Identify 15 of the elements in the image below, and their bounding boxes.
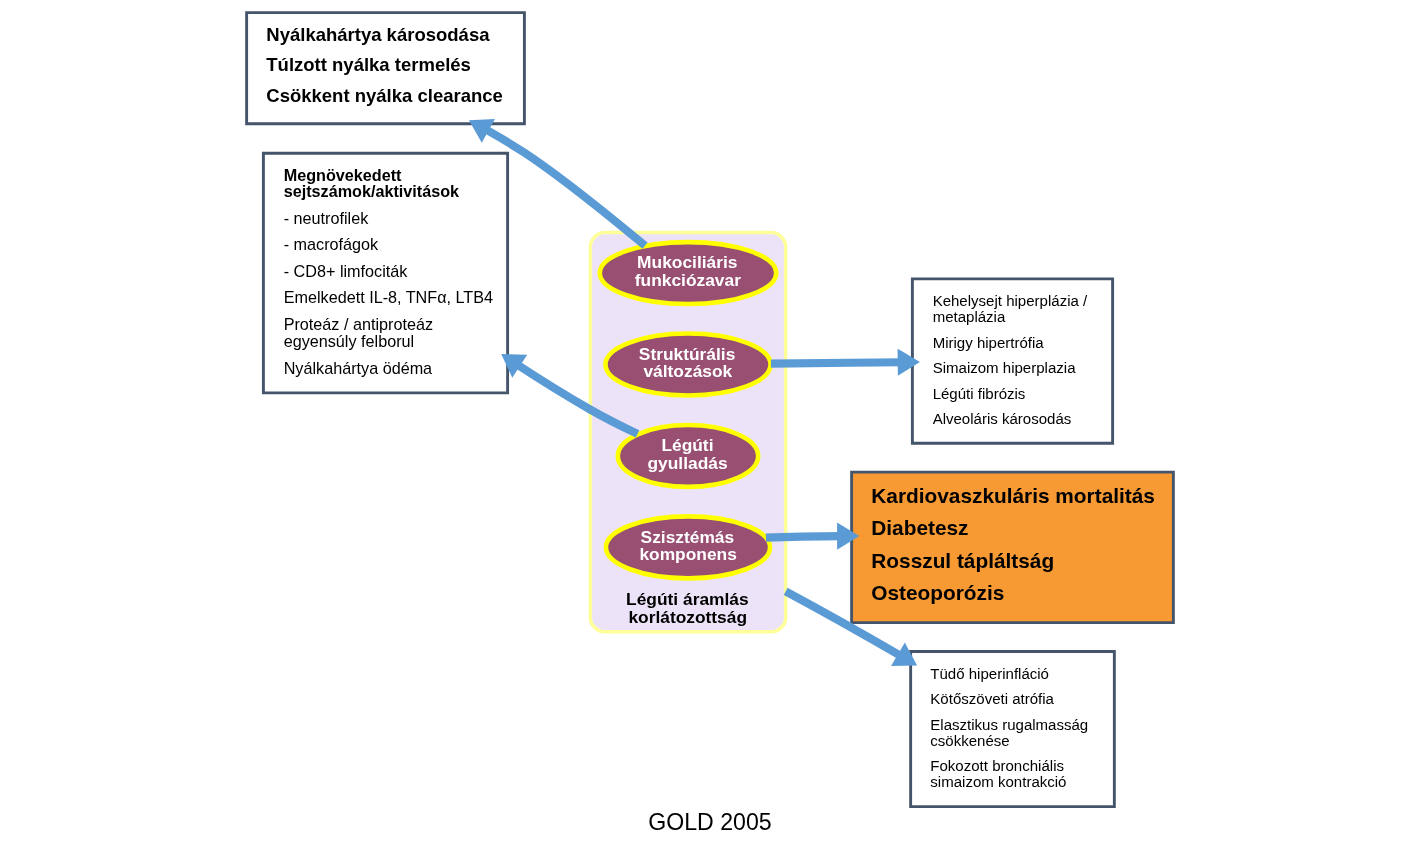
arrow [468,119,648,249]
node-box: Megnövekedett sejtszámok/aktivitások - neutrofilek - macrofágok - CD8+ limfociták Emelkedett IL-8, TNFα, LTB4 Proteáz / antiproteáz egyensúly felborul Nyálkahártya ödéma [261,151,510,395]
node-ellipse: Mukociliáris funkciózavar [597,239,779,307]
node-ellipse: Struktúrális változások [603,331,773,398]
node-box: Kardiovaszkuláris mortalitás Diabetesz Rosszul tápláltság Osteoporózis [850,470,1175,625]
arrow [765,522,860,550]
node-box: Nyálkahártya károsodása Túlzott nyálka termelés Csökkent nyálka clearance [245,11,526,126]
arrow [501,354,640,438]
caption: GOLD 2005 [648,808,772,835]
arrow [770,348,920,376]
node-ellipse: Szisztémás komponens [603,514,773,581]
node-box: Kehelysejt hiperplázia / metaplázia Mirigy hipertrófia Simaizom hiperplazia Légúti fibrózis Alveoláris károsodás [910,277,1115,445]
node-box: Tüdő hiperinfláció Kötőszöveti atrófia Elasztikus rugalmasság csökkenése Fokozott bronchiális simaizom kontrakció [909,650,1116,809]
arrow [783,587,918,667]
node-ellipse: Légúti gyulladás [615,422,761,490]
